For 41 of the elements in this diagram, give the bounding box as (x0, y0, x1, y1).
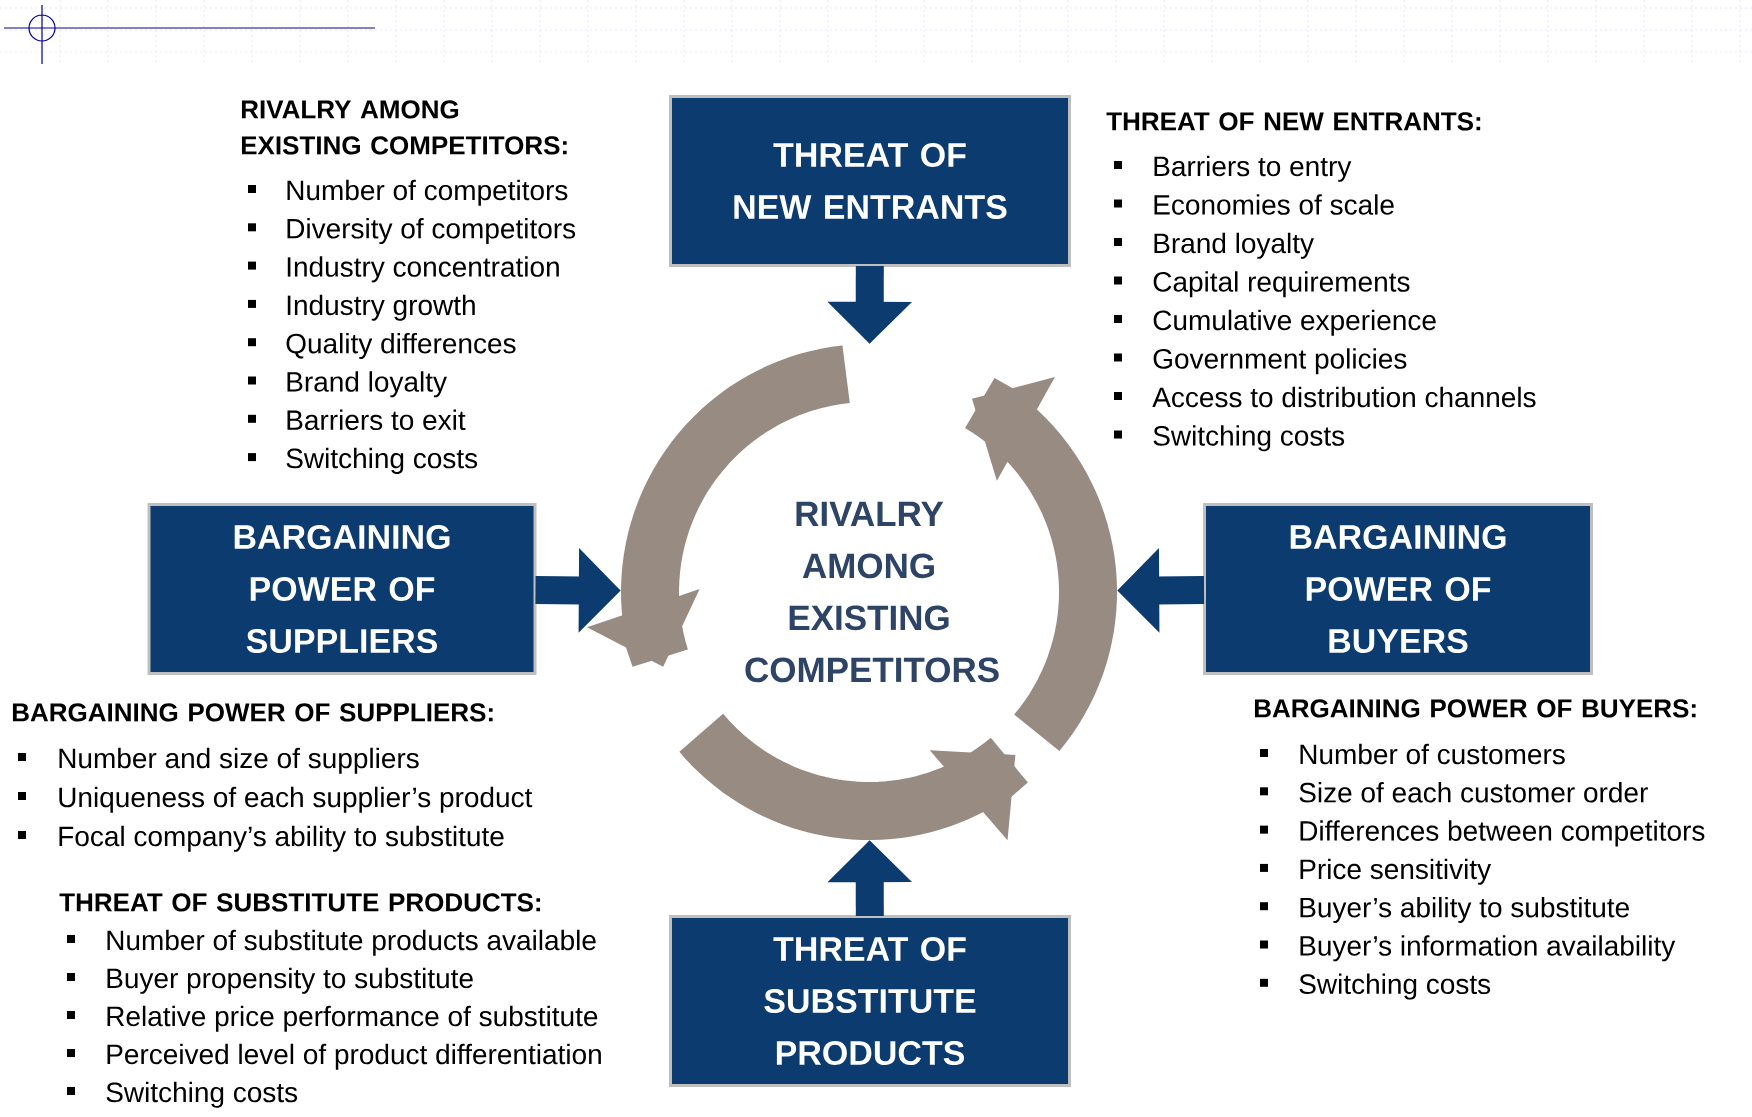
list-heading: THREAT OF NEW ENTRANTS: (1106, 112, 1481, 131)
list-item: Diversity of competitors (287, 218, 576, 245)
list-heading: BARGAINING POWER OF BUYERS: (1254, 699, 1696, 718)
list-item: Size of each customer order (1299, 782, 1648, 803)
list-item: Government policies (1153, 348, 1407, 375)
list-item: Barriers to exit (287, 409, 466, 431)
list-item: Quality differences (286, 332, 516, 359)
list-item: Switching costs (286, 447, 478, 474)
list-item: Switching costs (106, 1081, 298, 1108)
list-heading: BARGAINING POWER OF SUPPLIERS: (12, 703, 493, 722)
list-item: Capital requirements (1153, 271, 1410, 298)
list-item: Switching costs (1299, 973, 1491, 1000)
force-box: THREAT OF SUBSTITUTE PRODUCTS (669, 915, 1071, 1087)
list-item: Uniqueness of each supplier’s product (59, 786, 533, 813)
list-heading: THREAT OF SUBSTITUTE PRODUCTS: (59, 893, 541, 912)
force-box: BARGAINING POWER OF BUYERS (1203, 503, 1593, 675)
list-item: Number of competitors (287, 179, 568, 206)
list-item: Perceived level of product differentiation (107, 1043, 601, 1070)
list-item: Buyer’s ability to substitute (1300, 896, 1629, 923)
list-item: Differences between competitors (1300, 820, 1705, 847)
list-item: Focal company’s ability to substitute (59, 825, 504, 852)
list-item: Relative price performance of substitute (107, 1005, 598, 1032)
center-label: RIVALRY AMONG EXISTING COMPETITORS (745, 501, 999, 683)
list-item: Price sensitivity (1300, 858, 1492, 885)
list-item: Switching costs (1153, 425, 1345, 452)
list-item: Number of substitute products available (107, 929, 596, 956)
list-item: Number and size of suppliers (59, 747, 419, 774)
list-item: Brand loyalty (287, 371, 447, 398)
list-item: Economies of scale (1154, 194, 1394, 215)
list-item: Buyer propensity to substitute (107, 967, 473, 994)
list-item: Barriers to entry (1154, 155, 1352, 182)
list-heading: RIVALRY AMONG EXISTING COMPETITORS: (241, 100, 567, 155)
force-box: BARGAINING POWER OF SUPPLIERS (147, 503, 537, 675)
list-item: Industry concentration (287, 256, 559, 283)
list-item: Access to distribution channels (1152, 386, 1536, 408)
list-item: Number of customers (1300, 743, 1565, 765)
list-item: Cumulative experience (1153, 309, 1436, 336)
list-item: Buyer’s information availability (1300, 935, 1676, 962)
force-box: THREAT OF NEW ENTRANTS (669, 95, 1071, 267)
list-item: Industry growth (287, 294, 475, 321)
list-item: Brand loyalty (1154, 232, 1314, 259)
